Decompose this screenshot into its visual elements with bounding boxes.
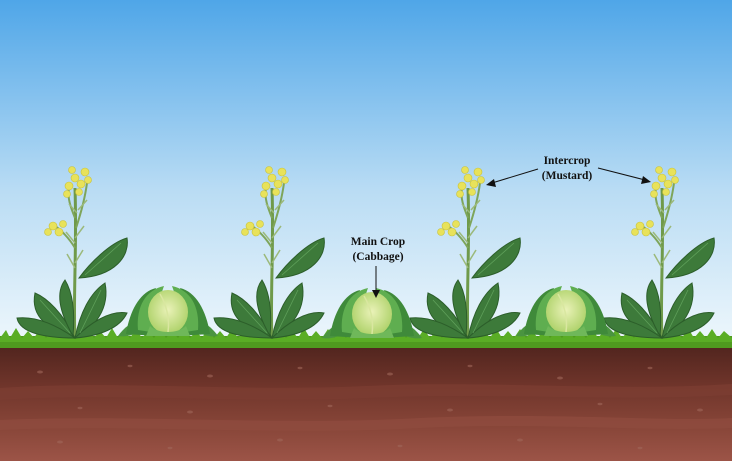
main-crop-label-line2: (Cabbage) [352, 251, 403, 263]
main-crop-label-line1: Main Crop [351, 236, 405, 248]
soil [0, 342, 732, 461]
intercrop-label-line2: (Mustard) [542, 170, 593, 182]
intercrop-label-line1: Intercrop [544, 155, 591, 167]
